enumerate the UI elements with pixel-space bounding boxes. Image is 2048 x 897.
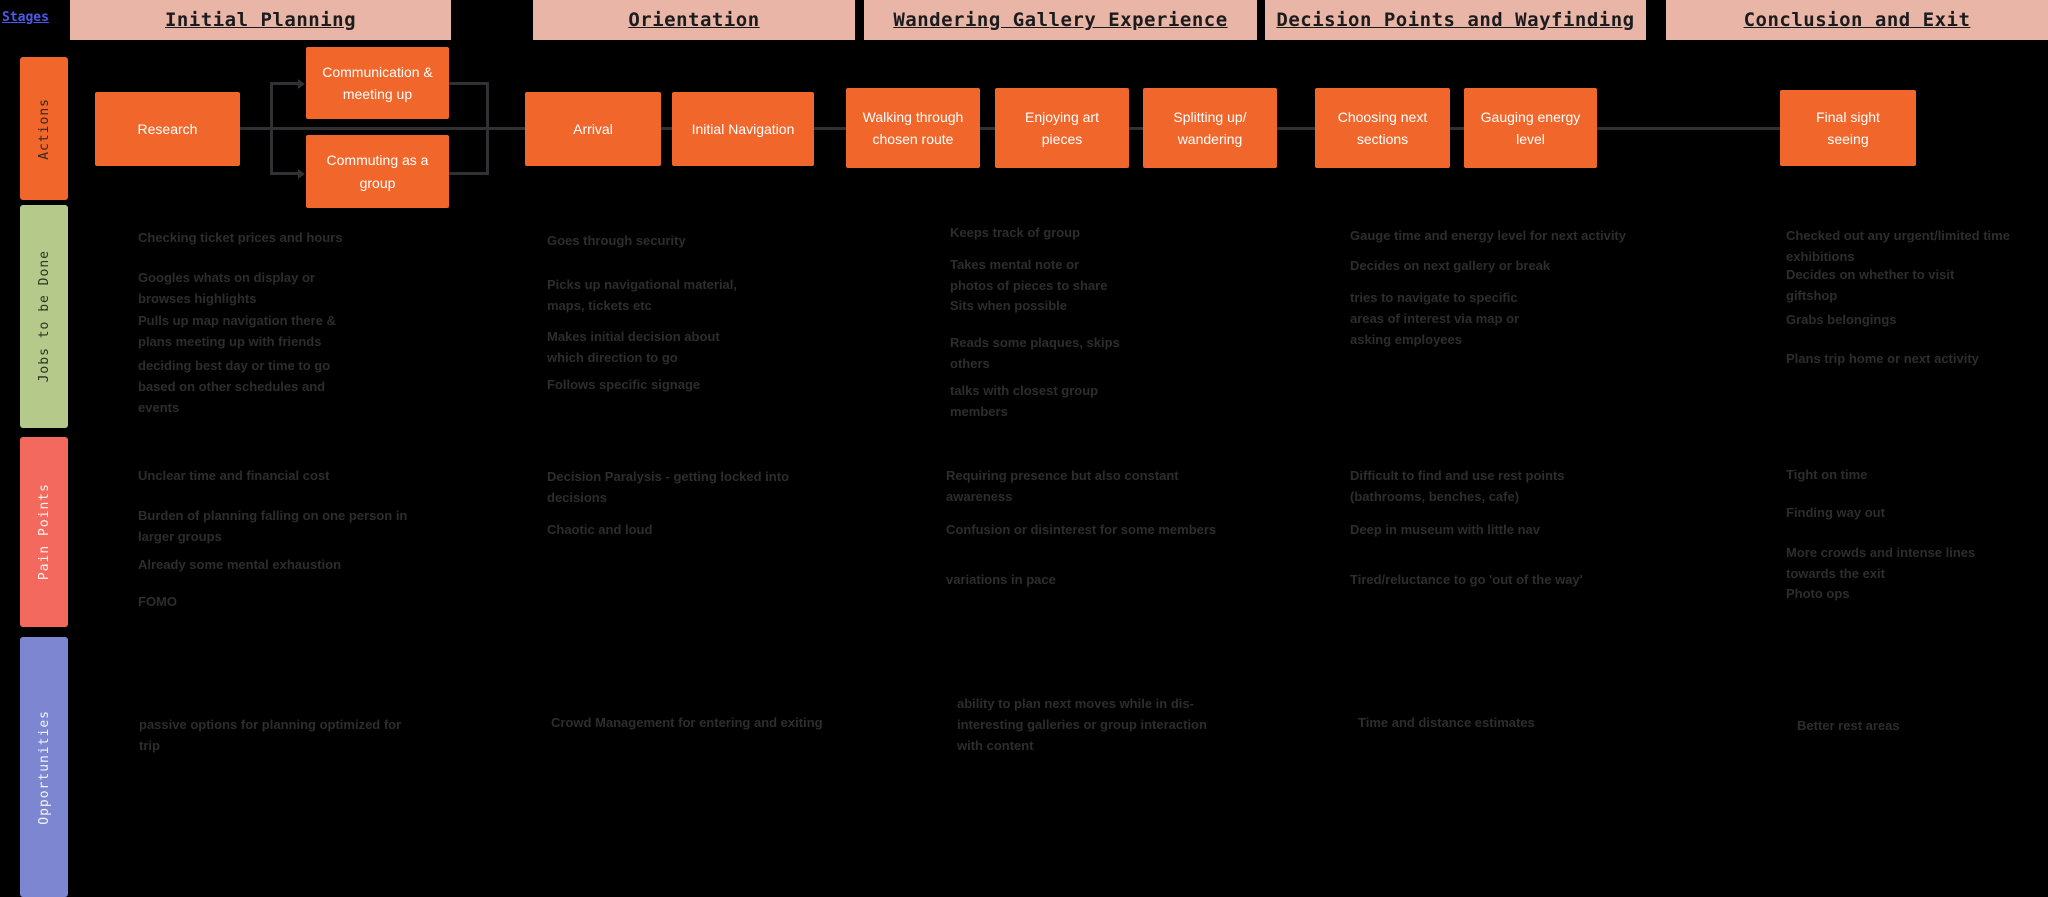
row-label-pain-points[interactable]: Pain Points (20, 437, 68, 627)
stage-label: Decision Points and Wayfinding (1276, 9, 1635, 31)
connector-line (449, 172, 489, 175)
row-label-actions[interactable]: Actions (20, 57, 68, 200)
row-label-opportunities[interactable]: Opportunities (20, 637, 68, 897)
opportunity-note[interactable]: ability to plan next moves while in dis-… (957, 696, 1207, 753)
row-label-jobs-to-be-done[interactable]: Jobs to be Done (20, 205, 68, 428)
action-choosing-next-sections[interactable]: Choosing next sections (1315, 88, 1450, 168)
job-note[interactable]: Grabs belongings (1786, 312, 1897, 327)
pain-note[interactable]: Finding way out (1786, 505, 1885, 520)
pain-note[interactable]: Requiring presence but also constant awa… (946, 468, 1179, 504)
job-note[interactable]: talks with closest group members (950, 383, 1099, 419)
connector-arrow-icon (298, 79, 305, 89)
pain-note[interactable]: FOMO (138, 594, 177, 609)
connector-line (1450, 127, 1464, 130)
job-note[interactable]: Checked out any urgent/limited time exhi… (1786, 228, 2010, 264)
pain-note[interactable]: Photo ops (1786, 586, 1850, 601)
action-walking-chosen-route[interactable]: Walking through chosen route (846, 88, 980, 168)
action-enjoying-art-pieces[interactable]: Enjoying art pieces (995, 88, 1129, 168)
connector-line (661, 127, 672, 130)
row-label-text: Pain Points (36, 483, 52, 581)
opportunity-note[interactable]: Crowd Management for entering and exitin… (551, 715, 823, 730)
pain-note[interactable]: Difficult to find and use rest points (b… (1350, 468, 1565, 504)
pain-note[interactable]: Tired/reluctance to go 'out of the way' (1350, 572, 1583, 587)
opportunity-note[interactable]: Time and distance estimates (1358, 715, 1535, 730)
stage-label: Orientation (628, 9, 760, 31)
opportunity-note[interactable]: passive options for planning optimized f… (139, 717, 402, 753)
action-arrival[interactable]: Arrival (525, 92, 661, 166)
connector-line (240, 127, 525, 130)
job-note[interactable]: Pulls up map navigation there & plans me… (138, 313, 336, 349)
action-final-sight-seeing[interactable]: Final sight seeing (1780, 90, 1916, 166)
stage-orientation[interactable]: Orientation (533, 0, 855, 40)
stages-link[interactable]: Stages (2, 10, 49, 25)
stage-initial-planning[interactable]: Initial Planning (70, 0, 451, 40)
pain-note[interactable]: Unclear time and financial cost (138, 468, 330, 483)
action-research[interactable]: Research (95, 92, 240, 166)
row-label-text: Jobs to be Done (36, 250, 52, 383)
pain-note[interactable]: Already some mental exhaustion (138, 557, 342, 572)
job-note[interactable]: Picks up navigational material, maps, ti… (547, 277, 738, 313)
stage-label: Initial Planning (164, 9, 357, 31)
connector-line (270, 172, 300, 175)
pain-note[interactable]: Chaotic and loud (547, 522, 653, 537)
action-initial-navigation[interactable]: Initial Navigation (672, 92, 814, 166)
job-note[interactable]: Checking ticket prices and hours (138, 230, 343, 245)
connector-line (980, 127, 995, 130)
action-gauging-energy-level[interactable]: Gauging energy level (1464, 88, 1597, 168)
row-label-text: Opportunities (36, 709, 52, 825)
pain-note[interactable]: Confusion or disinterest for some member… (946, 522, 1217, 537)
pain-note[interactable]: More crowds and intense lines towards th… (1786, 545, 1976, 581)
job-note[interactable]: Takes mental note or photos of pieces to… (950, 257, 1108, 293)
pain-note[interactable]: Burden of planning falling on one person… (138, 508, 408, 544)
pain-note[interactable]: Decision Paralysis - getting locked into… (547, 469, 790, 505)
job-note[interactable]: Follows specific signage (547, 377, 701, 392)
job-note[interactable]: Keeps track of group (950, 225, 1081, 240)
job-note[interactable]: Gauge time and energy level for next act… (1350, 228, 1626, 243)
job-note[interactable]: Makes initial decision about which direc… (547, 329, 720, 365)
job-note[interactable]: Decides on next gallery or break (1350, 258, 1551, 273)
connector-line (1277, 127, 1315, 130)
stage-label: Wandering Gallery Experience (893, 9, 1228, 31)
stage-decision-points[interactable]: Decision Points and Wayfinding (1265, 0, 1646, 40)
job-note[interactable]: tries to navigate to specific areas of i… (1350, 290, 1520, 347)
action-communication-meeting-up[interactable]: Communication & meeting up (306, 47, 449, 119)
connector-line (1597, 127, 1780, 130)
connector-line (270, 82, 300, 85)
job-note[interactable]: Reads some plaques, skips others (950, 335, 1120, 371)
pain-note[interactable]: Deep in museum with little nav (1350, 522, 1540, 537)
action-commuting-as-group[interactable]: Commuting as a group (306, 135, 449, 208)
stage-label: Conclusion and Exit (1743, 9, 1971, 31)
action-splitting-up-wandering[interactable]: Splitting up/ wandering (1143, 88, 1277, 168)
connector-arrow-icon (298, 169, 305, 179)
connector-line (270, 83, 273, 175)
job-note[interactable]: Googles whats on display or browses high… (138, 270, 315, 306)
connector-line (1129, 127, 1143, 130)
connector-line (449, 82, 489, 85)
job-note[interactable]: Decides on whether to visit giftshop (1786, 267, 1955, 303)
connector-line (486, 83, 489, 175)
row-label-text: Actions (36, 97, 52, 160)
stage-wandering-gallery[interactable]: Wandering Gallery Experience (864, 0, 1257, 40)
job-note[interactable]: deciding best day or time to go based on… (138, 358, 331, 415)
pain-note[interactable]: variations in pace (946, 572, 1056, 587)
stage-conclusion-exit[interactable]: Conclusion and Exit (1666, 0, 2048, 40)
job-note[interactable]: Sits when possible (950, 298, 1068, 313)
job-note[interactable]: Goes through security (547, 233, 686, 248)
connector-line (814, 127, 846, 130)
opportunity-note[interactable]: Better rest areas (1797, 718, 1900, 733)
job-note[interactable]: Plans trip home or next activity (1786, 351, 1979, 366)
pain-note[interactable]: Tight on time (1786, 467, 1868, 482)
